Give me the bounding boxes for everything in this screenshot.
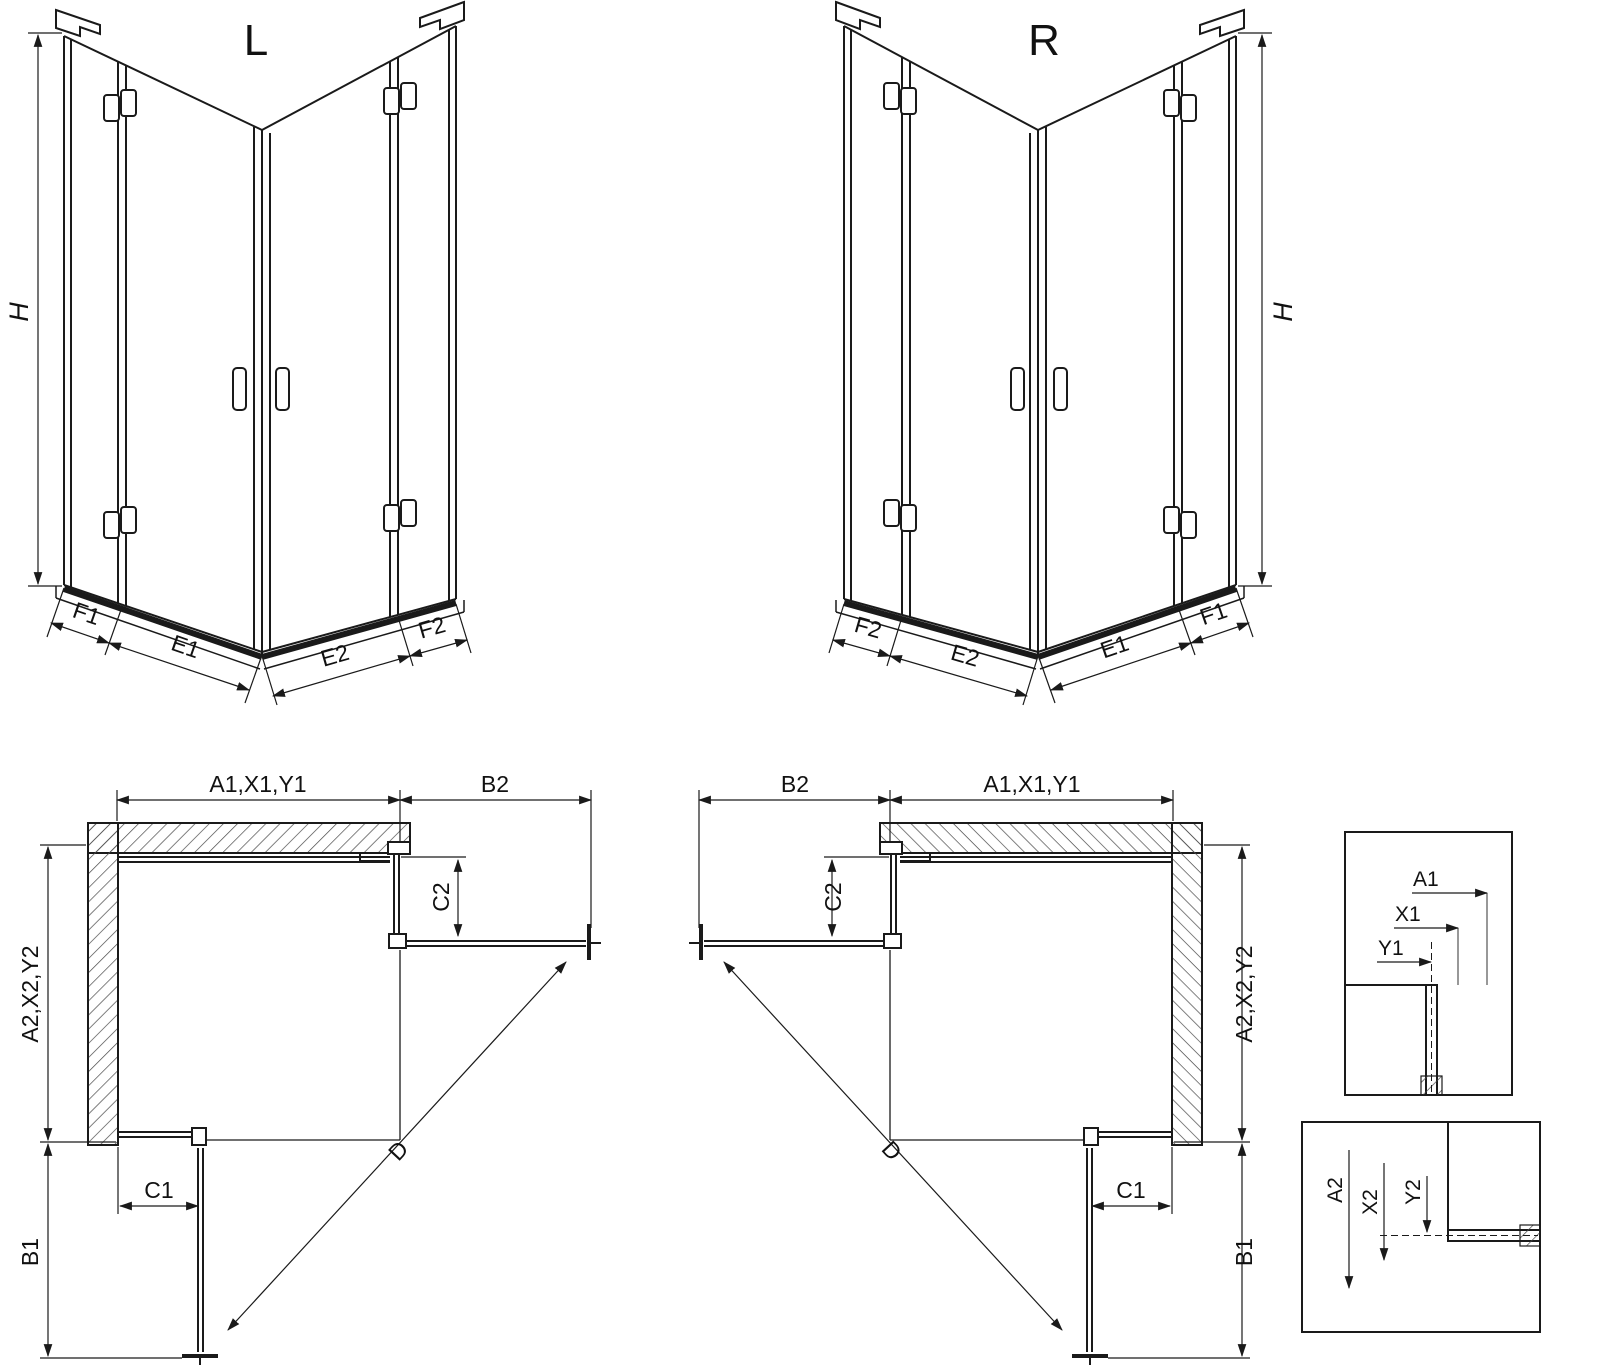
view-l-label: L	[244, 16, 268, 65]
dim-label-e2-left: E2	[318, 639, 352, 672]
plan-l-dim-c1: C1	[144, 1177, 173, 1203]
detail-top-a1: A1	[1413, 868, 1439, 891]
detail-bottom-y2: Y2	[1402, 1179, 1425, 1205]
plan-l-dim-top: A1,X1,Y1	[209, 771, 306, 797]
plan-r-dim-side: A2,X2,Y2	[1231, 945, 1257, 1042]
detail-box-bottom	[1301, 1121, 1541, 1333]
plan-r-dim-b2: B2	[781, 771, 809, 797]
right-view-drawing	[829, 2, 1272, 705]
detail-bottom-a2: A2	[1324, 1177, 1347, 1203]
plan-l-dim-side: A2,X2,Y2	[17, 945, 43, 1042]
dim-label-h-right: H	[1268, 302, 1298, 322]
view-r-label: R	[1028, 16, 1060, 65]
detail-bottom-x2: X2	[1359, 1189, 1382, 1215]
detail-box-top	[1344, 831, 1513, 1096]
left-plan-drawing	[40, 790, 601, 1365]
plan-r-dim-b1: B1	[1231, 1238, 1257, 1266]
dim-label-e2-right: E2	[948, 639, 982, 672]
left-view-drawing	[28, 2, 471, 705]
plan-l-dim-b2: B2	[481, 771, 509, 797]
plan-r-dim-c2: C2	[820, 882, 846, 911]
dim-label-h-left: H	[4, 302, 34, 322]
detail-top-y1: Y1	[1378, 937, 1404, 960]
plan-l-dim-c2: C2	[428, 882, 454, 911]
right-plan-drawing	[689, 790, 1250, 1365]
detail-top-x1: X1	[1395, 903, 1421, 926]
plan-r-dim-top: A1,X1,Y1	[983, 771, 1080, 797]
plan-r-dim-c1: C1	[1116, 1177, 1145, 1203]
plan-l-dim-b1: B1	[17, 1238, 43, 1266]
